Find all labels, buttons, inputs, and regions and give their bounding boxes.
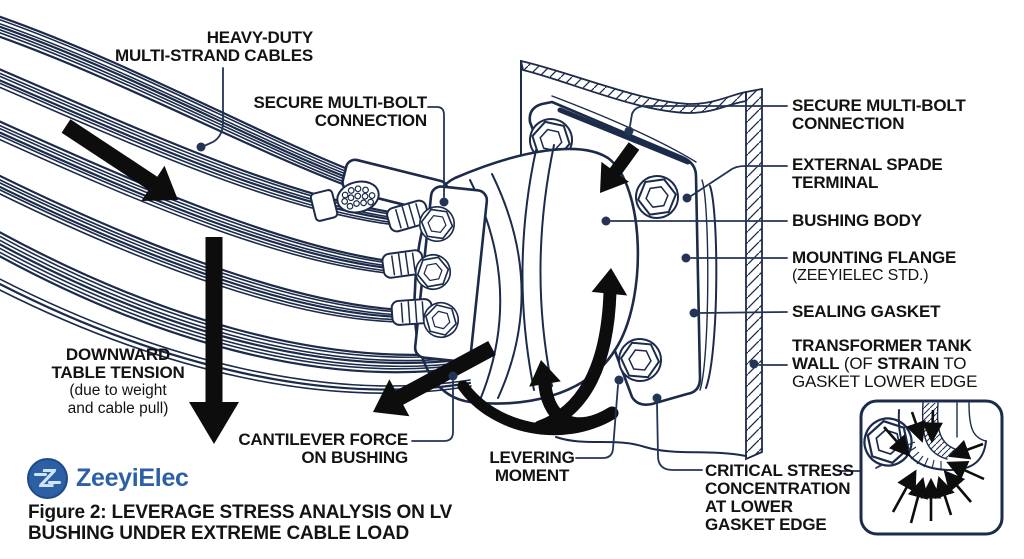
force-arrows [61,119,640,444]
stranded-cable-end-icon [309,180,380,222]
figure-caption: Figure 2: LEVERAGE STRESS ANALYSIS ON LV… [28,502,453,544]
label-external-spade-terminal: EXTERNAL SPADE TERMINAL [792,155,943,192]
label-heavy-duty-cables: HEAVY-DUTY MULTI-STRAND CABLES [115,28,313,65]
flange-load-arrow-icon [600,142,640,193]
label-secure-multibolt-left: SECURE MULTI-BOLT CONNECTION [253,93,427,130]
stress-concentration-arrows-icon [883,409,985,524]
label-transformer-tank-wall: TRANSFORMER TANK WALL (OF STRAIN TO GASK… [792,336,978,391]
cable-pull-arrow-icon [61,119,178,201]
brand-logo: Z ZeeyiElec [27,458,189,499]
label-levering-moment: LEVERING MOMENT [489,448,575,485]
label-secure-multibolt-right: SECURE MULTI-BOLT CONNECTION [792,96,966,133]
leader-lines [196,67,876,476]
cantilever-force-arrow-icon [373,341,496,417]
stress-detail-inset [857,399,1004,536]
downward-tension-arrow-icon [189,237,239,444]
label-sealing-gasket: SEALING GASKET [792,302,941,321]
label-bushing-body: BUSHING BODY [792,211,922,230]
label-downward-tension: DOWNWARD TABLE TENSION (due to weight an… [51,345,185,418]
terminal-plate [309,158,489,363]
brand-logo-text: ZeeyiElec [76,464,189,492]
label-critical-stress: CRITICAL STRESS CONCENTRATION AT LOWER G… [705,461,854,534]
label-cantilever-force: CANTILEVER FORCE ON BUSHING [238,430,408,467]
brand-logo-mark-icon: Z [27,458,68,499]
label-mounting-flange: MOUNTING FLANGE (ZEEYIELEC STD.) [792,248,957,285]
